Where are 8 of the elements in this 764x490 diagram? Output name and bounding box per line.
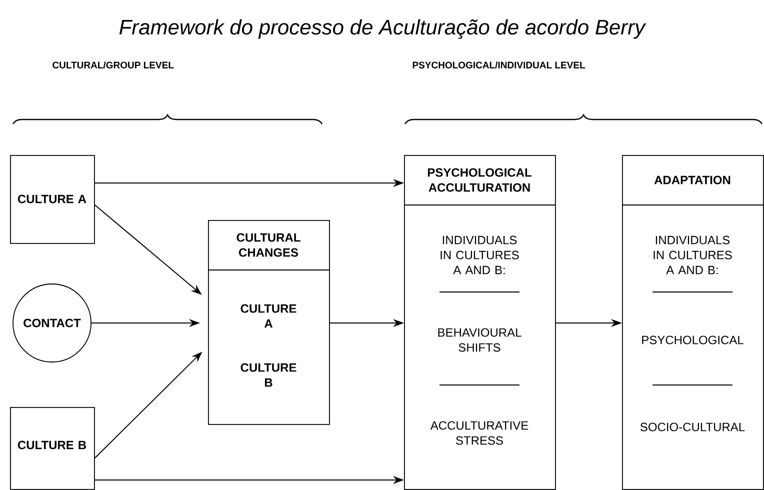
stage-box: PSYCHOLOGICAL ACCULTURATION INDIVIDUALS IN CULTURES A AND B: BEHAVIOURAL SHIFTS ACCULTURATIVE STRESS (404, 155, 556, 490)
level-label: CULTURAL/GROUP LEVEL (52, 61, 174, 69)
level-label: PSYCHOLOGICAL/INDIVIDUAL LEVEL (412, 61, 586, 69)
culture-box: CULTURE B (10, 407, 95, 490)
culture-box: CULTURE A (10, 155, 95, 244)
title: Framework do processo de Aculturação de acordo Berry (119, 19, 646, 39)
stage-box: ADAPTATION INDIVIDUALS IN CULTURES A AND B: PSYCHOLOGICAL SOCIO-CULTURAL (622, 155, 764, 490)
stage-box: CULTURAL CHANGES CULTURE A CULTURE B (208, 220, 330, 425)
